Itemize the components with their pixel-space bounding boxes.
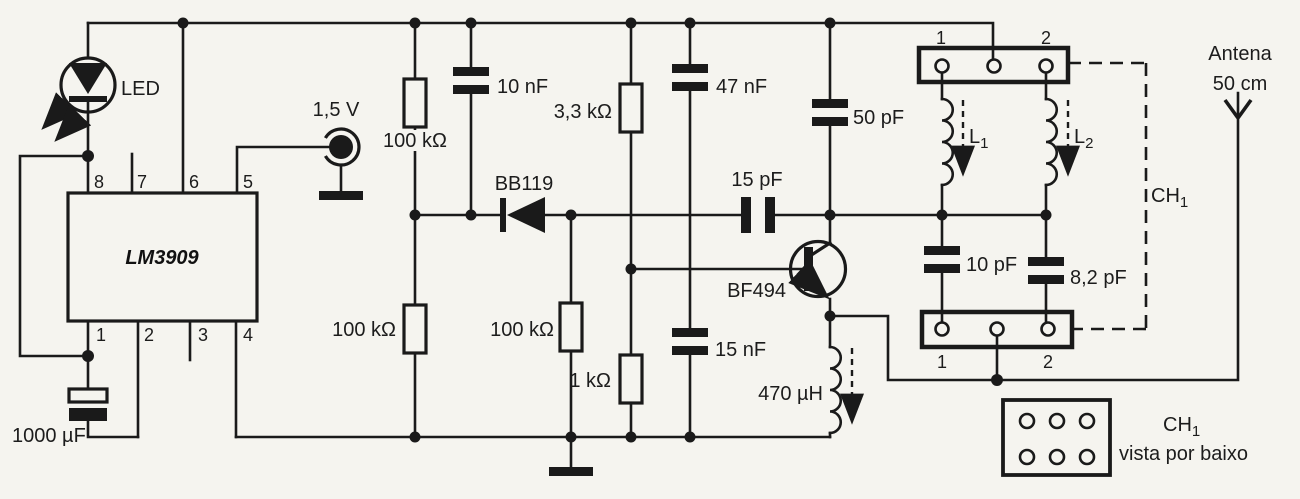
pin-8-label: 8 <box>94 172 104 192</box>
cap-10pf-label: 10 pF <box>966 254 1017 276</box>
antenna-symbol <box>1223 98 1253 120</box>
resistor-3k3 <box>618 21 644 357</box>
ic-part-number: LM3909 <box>125 247 199 269</box>
inductor-l1-label: L1 <box>969 126 988 152</box>
inductor-470uh <box>828 314 864 439</box>
pin-7-label: 7 <box>137 172 147 192</box>
pin-4-label: 4 <box>243 325 253 345</box>
connector-bottom-hole-mid <box>989 321 1005 337</box>
connector-bottom-hole-1 <box>934 321 950 337</box>
ch1-bottom-view-diagram <box>1001 398 1112 477</box>
antenna-label: Antena <box>1208 43 1272 65</box>
pin-6-label: 6 <box>189 172 199 192</box>
inductor-l1 <box>940 71 975 217</box>
bottom-view-caption: vista por baixo <box>1119 443 1248 465</box>
switch-ch1-linkage <box>1068 61 1148 331</box>
switch-ch1-label: CH1 <box>1151 185 1188 211</box>
resistor-1k <box>618 353 644 439</box>
top-supply-rail-wire <box>86 21 995 61</box>
cap-8p2pf-label: 8,2 pF <box>1070 267 1127 289</box>
connector-top-hole-2 <box>1038 58 1054 74</box>
ic-lm3909 <box>66 21 331 439</box>
cap-1000uf-label: 1000 µF <box>12 425 86 447</box>
antenna-feed-wire <box>828 91 1240 382</box>
resistor-100k-right-label: 100 kΩ <box>490 319 554 341</box>
pin-5-label: 5 <box>243 172 253 192</box>
cap-15pf <box>741 197 1048 233</box>
cap-15pf-label: 15 pF <box>731 169 782 191</box>
connector-top-hole-mid <box>986 58 1002 74</box>
antenna-length-label: 50 cm <box>1213 73 1267 95</box>
pin-3-label: 3 <box>198 325 208 345</box>
cap-47nf-label: 47 nF <box>716 76 767 98</box>
led-label: LED <box>121 78 160 100</box>
cap-10nf <box>453 21 489 217</box>
resistor-3k3-label: 3,3 kΩ <box>554 101 612 123</box>
ground-symbol-main <box>549 435 593 476</box>
bottom-view-ch1-label: CH1 <box>1163 414 1200 440</box>
connector-bottom-hole-2 <box>1040 321 1056 337</box>
diode-bb119-label: BB119 <box>495 173 554 195</box>
led-light-arrows-icon <box>41 92 92 142</box>
junction-dots <box>82 17 1052 443</box>
resistor-100k-left <box>402 213 428 439</box>
resistor-100k-top-label: 100 kΩ <box>383 130 447 152</box>
cap-10nf-label: 10 nF <box>497 76 548 98</box>
cap-47nf <box>672 21 708 330</box>
resistor-100k-top <box>402 21 428 217</box>
battery-terminal-symbol <box>319 127 363 200</box>
ground-symbol-battery <box>319 191 363 200</box>
resistor-1k-label: 1 kΩ <box>569 370 611 392</box>
resistor-100k-left-label: 100 kΩ <box>332 319 396 341</box>
ic-pin-numbers: 8 7 6 5 1 2 3 4 <box>94 172 253 345</box>
transistor-bf494 <box>788 213 848 318</box>
connector-top-pin1-label: 1 <box>936 28 946 48</box>
resistor-100k-right <box>558 213 584 439</box>
inductor-l2 <box>1044 71 1080 217</box>
cap-15nf-label: 15 nF <box>715 339 766 361</box>
connector-bottom-pin2-label: 2 <box>1043 352 1053 372</box>
led-return-wire <box>18 154 90 358</box>
connector-bottom-pin1-label: 1 <box>937 352 947 372</box>
cap-50pf-label: 50 pF <box>853 107 904 129</box>
cap-8p2pf <box>1028 213 1064 324</box>
cap-15nf <box>672 328 708 439</box>
cap-10pf <box>924 213 960 324</box>
electrolytic-cap-1000uf <box>67 387 140 439</box>
diode-bb119 <box>413 197 743 233</box>
connector-bottom-row <box>919 309 1075 382</box>
cap-50pf <box>812 21 848 217</box>
connector-top-hole-1 <box>934 58 950 74</box>
led-symbol <box>41 21 117 158</box>
label-backing <box>376 130 455 151</box>
transistor-bf494-label: BF494 <box>727 280 786 302</box>
pin-1-label: 1 <box>96 325 106 345</box>
battery-voltage-label: 1,5 V <box>313 99 360 121</box>
connector-top-pin2-label: 2 <box>1041 28 1051 48</box>
inductor-470uh-label: 470 µH <box>758 383 823 405</box>
pin-2-label: 2 <box>144 325 154 345</box>
inductor-l2-label: L2 <box>1074 126 1093 152</box>
